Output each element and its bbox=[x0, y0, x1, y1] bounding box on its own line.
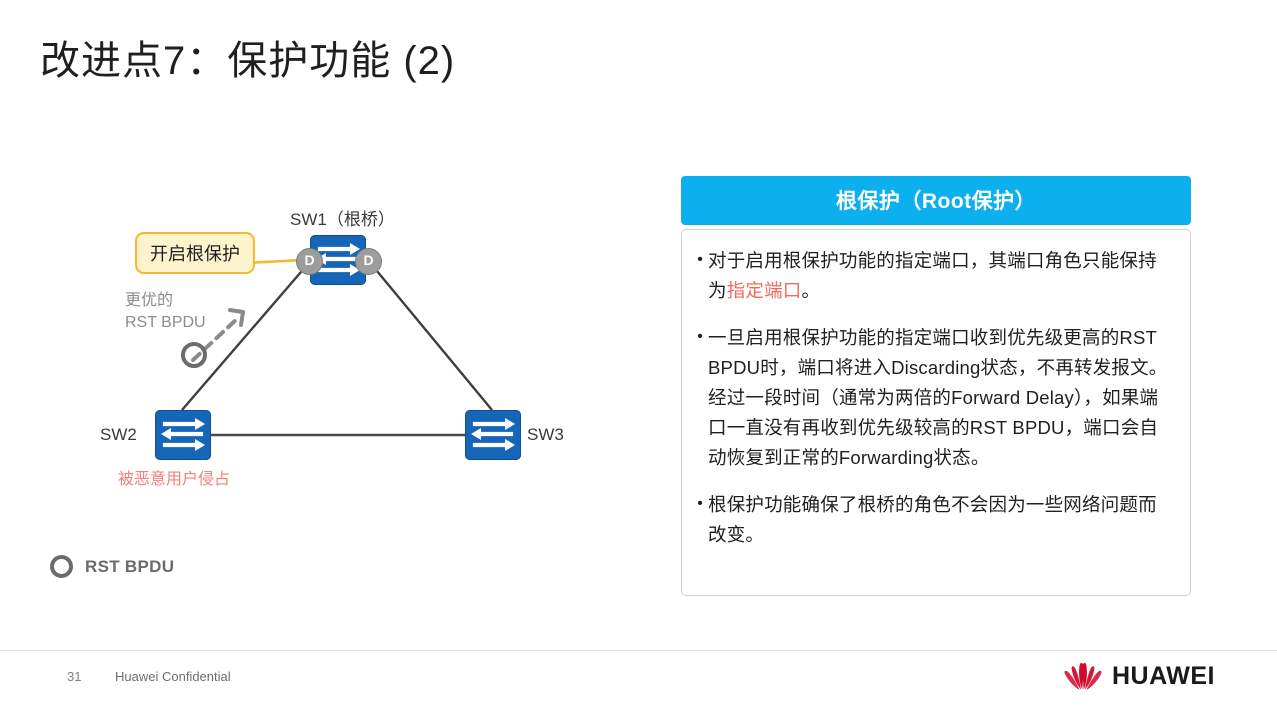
link-sw1-sw2 bbox=[181, 264, 308, 411]
designated-port-right[interactable]: D bbox=[355, 248, 382, 275]
better-rst-bpdu-note: 更优的 RST BPDU bbox=[125, 290, 206, 333]
switch-icon-sw2[interactable] bbox=[155, 410, 211, 460]
circle-outline-icon bbox=[50, 555, 73, 578]
link-sw1-sw3 bbox=[371, 264, 493, 411]
root-protection-info-panel: 根保护（Root保护） • 对于启用根保护功能的指定端口，其端口角色只能保持为指… bbox=[681, 176, 1191, 596]
switch-icon bbox=[471, 418, 515, 451]
page-number: 31 bbox=[67, 669, 82, 684]
bpdu-circle-icon bbox=[181, 342, 207, 368]
diagram-legend: RST BPDU bbox=[50, 555, 174, 578]
bullet-text: 一旦启用根保护功能的指定端口收到优先级更高的RST BPDU时，端口将进入Dis… bbox=[708, 326, 1168, 468]
switch-icon-sw3[interactable] bbox=[465, 410, 521, 460]
huawei-logo: HUAWEI bbox=[1063, 661, 1215, 691]
bullet-text-highlight: 指定端口 bbox=[726, 279, 802, 301]
bullet-text: 根保护功能确保了根桥的角色不会因为一些网络问题而改变。 bbox=[708, 493, 1157, 545]
bpdu-note-line1: 更优的 bbox=[125, 292, 174, 309]
bullet-text-pre: 对于启用根保护功能的指定端口，其端口角色只能保持为 bbox=[708, 250, 1157, 301]
huawei-flower-icon bbox=[1064, 662, 1102, 690]
network-topology-diagram: SW1（根桥） D D 开启根保护 更优的 RST BPDU SW2 bbox=[30, 170, 650, 620]
bpdu-note-line2: RST BPDU bbox=[125, 313, 206, 331]
huawei-wordmark: HUAWEI bbox=[1112, 661, 1215, 690]
list-item: • 一旦启用根保护功能的指定端口收到优先级更高的RST BPDU时，端口将进入D… bbox=[692, 323, 1174, 473]
node-label-sw1: SW1（根桥） bbox=[290, 210, 395, 229]
switch-icon bbox=[316, 243, 360, 276]
bpdu-dashed-arrow bbox=[191, 308, 245, 362]
panel-title: 根保护（Root保护） bbox=[681, 176, 1191, 225]
root-protection-callout[interactable]: 开启根保护 bbox=[135, 232, 255, 274]
sw2-warning-label: 被恶意用户侵占 bbox=[118, 471, 231, 488]
legend-label: RST BPDU bbox=[85, 556, 175, 576]
topology-links-svg bbox=[181, 258, 493, 437]
list-item: • 对于启用根保护功能的指定端口，其端口角色只能保持为指定端口。 bbox=[692, 246, 1174, 306]
list-item: • 根保护功能确保了根桥的角色不会因为一些网络问题而改变。 bbox=[692, 490, 1174, 550]
switch-icon bbox=[161, 418, 205, 451]
bullet-text-post: 。 bbox=[801, 279, 821, 301]
node-label-sw2: SW2 bbox=[100, 425, 137, 444]
designated-port-left[interactable]: D bbox=[296, 248, 323, 275]
node-label-sw3: SW3 bbox=[527, 425, 564, 444]
bullet-marker: • bbox=[697, 327, 703, 345]
bullet-text: 对于启用根保护功能的指定端口，其端口角色只能保持为指定端口。 bbox=[708, 246, 1174, 306]
footer-divider bbox=[0, 650, 1277, 651]
bullet-marker: • bbox=[697, 251, 703, 268]
page-title: 改进点7：保护功能 (2) bbox=[40, 39, 456, 83]
confidentiality-label: Huawei Confidential bbox=[115, 669, 231, 684]
panel-body: • 对于启用根保护功能的指定端口，其端口角色只能保持为指定端口。 • 一旦启用根… bbox=[681, 229, 1191, 596]
bullet-marker: • bbox=[697, 494, 703, 512]
